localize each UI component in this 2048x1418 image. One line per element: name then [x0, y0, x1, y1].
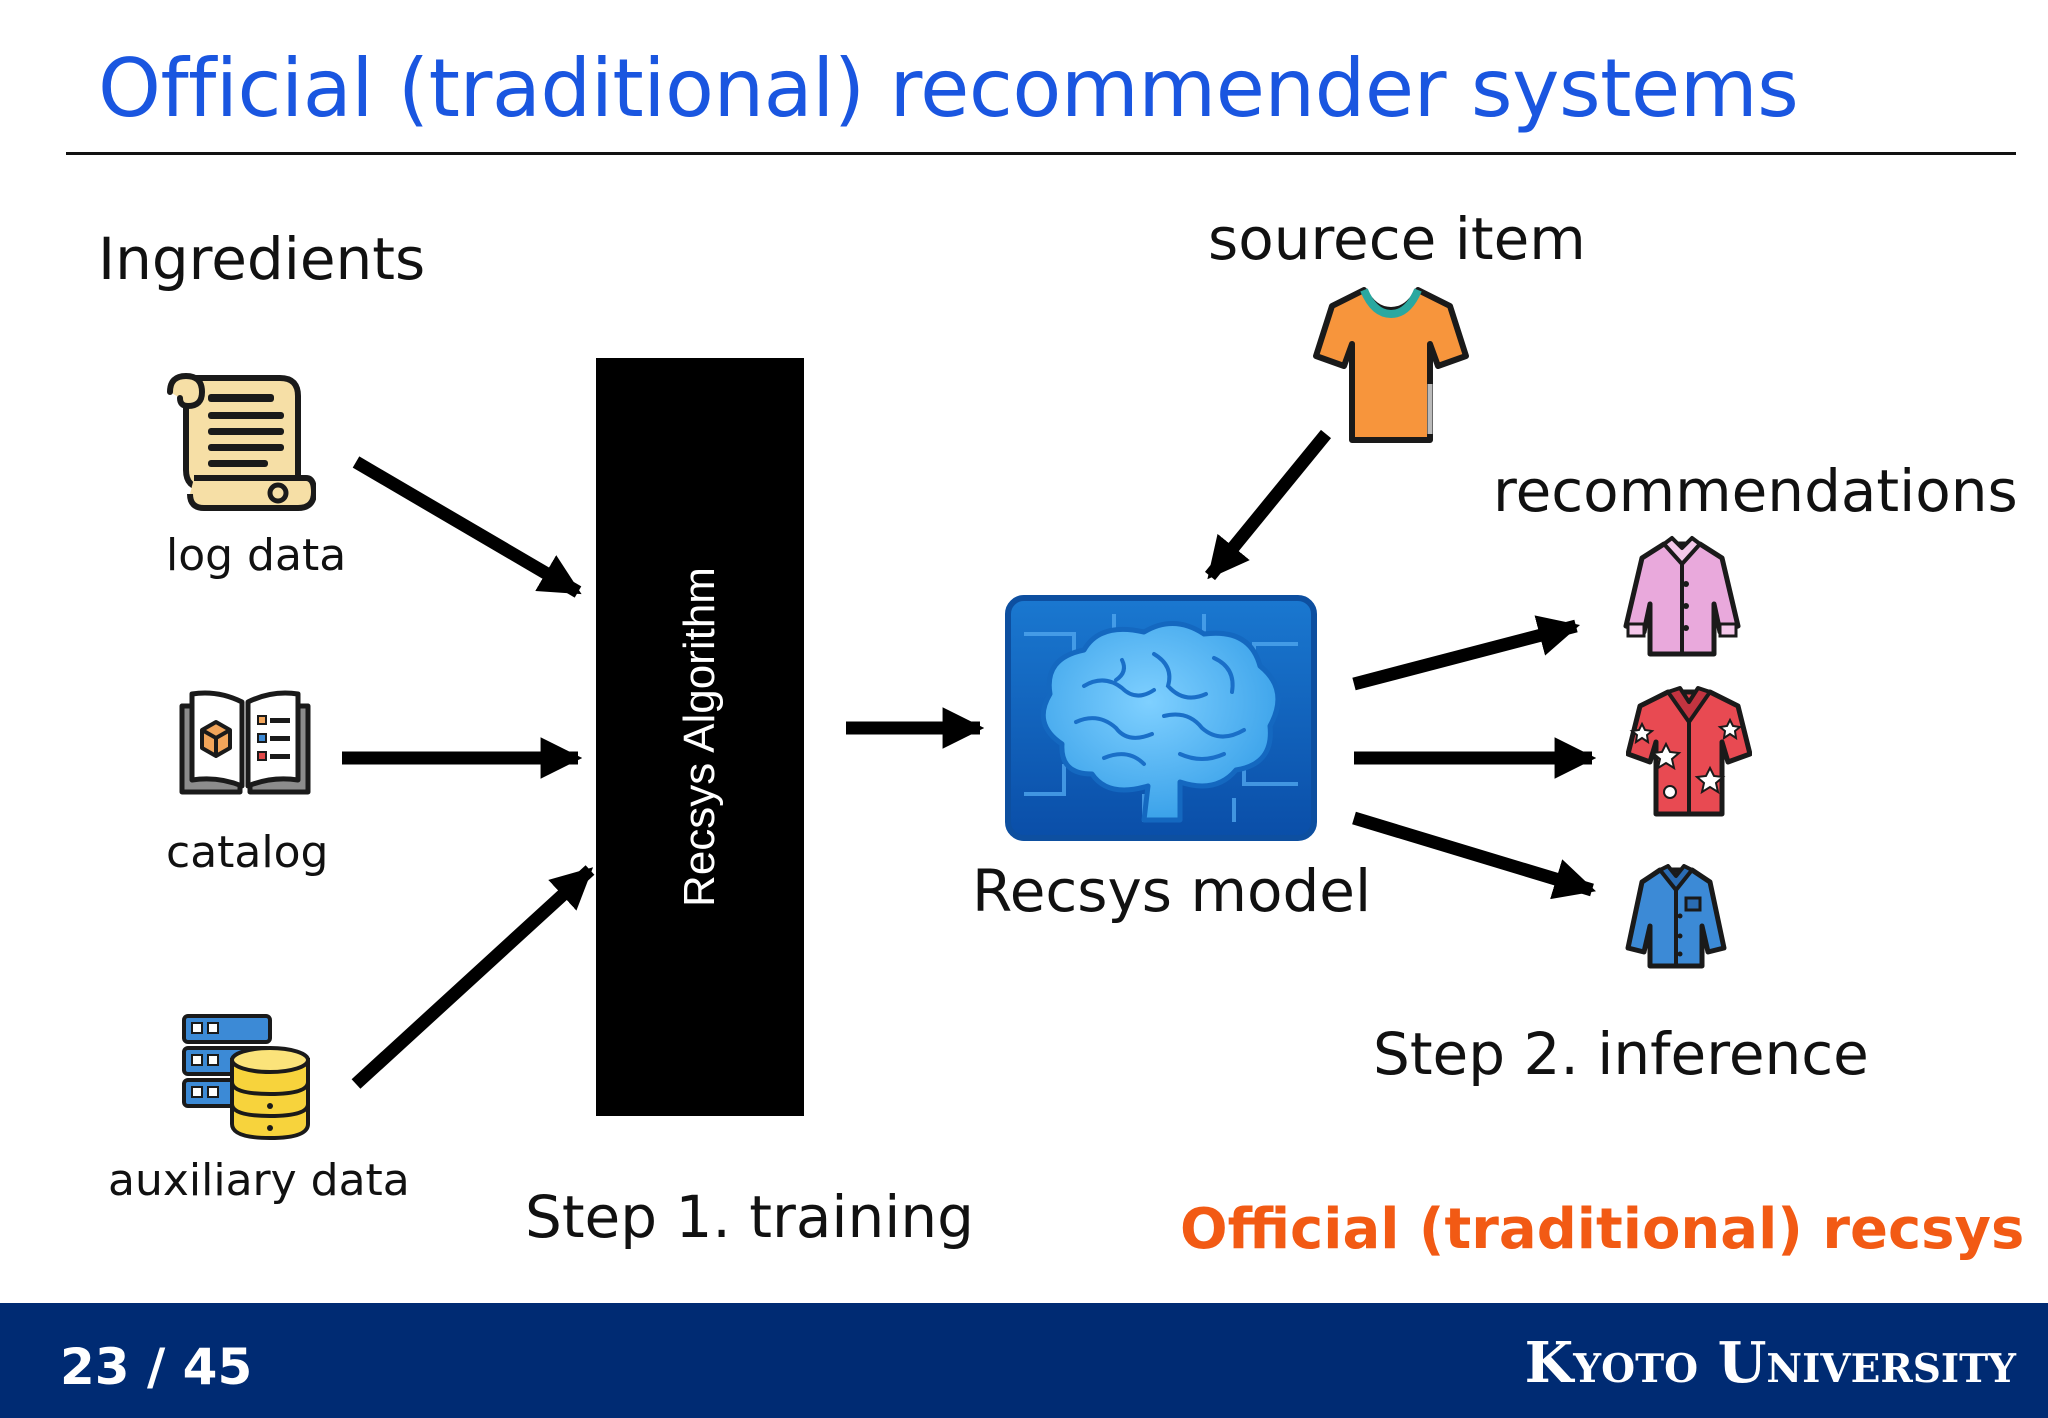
database-server-icon	[182, 1014, 310, 1141]
denim-shirt-icon	[1625, 864, 1727, 969]
arrow-aux-to-algorithm	[351, 865, 595, 1089]
pink-shirt-icon	[1623, 536, 1741, 657]
title-divider	[66, 152, 2016, 155]
scroll-icon	[167, 372, 316, 511]
slide-title: Official (traditional) recommender syste…	[98, 42, 1799, 135]
arrow-model-to-rec-3	[1352, 811, 1596, 900]
institution-logo-text: Kyoto University	[1524, 1330, 2016, 1396]
brain-chip-icon	[1005, 595, 1317, 841]
recommendations-label: recommendations	[1493, 457, 2018, 525]
step2-inference-label: Step 2. inference	[1373, 1020, 1869, 1088]
input-label-auxiliary-data: auxiliary data	[108, 1155, 410, 1206]
orange-tshirt-icon	[1313, 287, 1469, 443]
catalog-book-icon	[179, 690, 311, 795]
official-recsys-caption: Official (traditional) recsys	[1180, 1197, 2025, 1262]
page-number: 23 / 45	[60, 1338, 253, 1396]
source-item-label: sourece item	[1208, 205, 1586, 273]
recsys-algorithm-box	[596, 358, 804, 1116]
input-label-log-data: log data	[166, 530, 347, 581]
arrow-model-to-rec-1	[1352, 615, 1581, 691]
input-label-catalog: catalog	[166, 827, 329, 878]
hawaiian-shirt-icon	[1626, 686, 1752, 817]
ingredients-heading: Ingredients	[98, 225, 426, 293]
recsys-model-label: Recsys model	[972, 857, 1372, 925]
arrow-log-to-algorithm	[352, 456, 582, 598]
footer-bar	[0, 1303, 2048, 1418]
step1-training-label: Step 1. training	[525, 1183, 974, 1251]
arrow-source-to-model	[1204, 429, 1332, 581]
